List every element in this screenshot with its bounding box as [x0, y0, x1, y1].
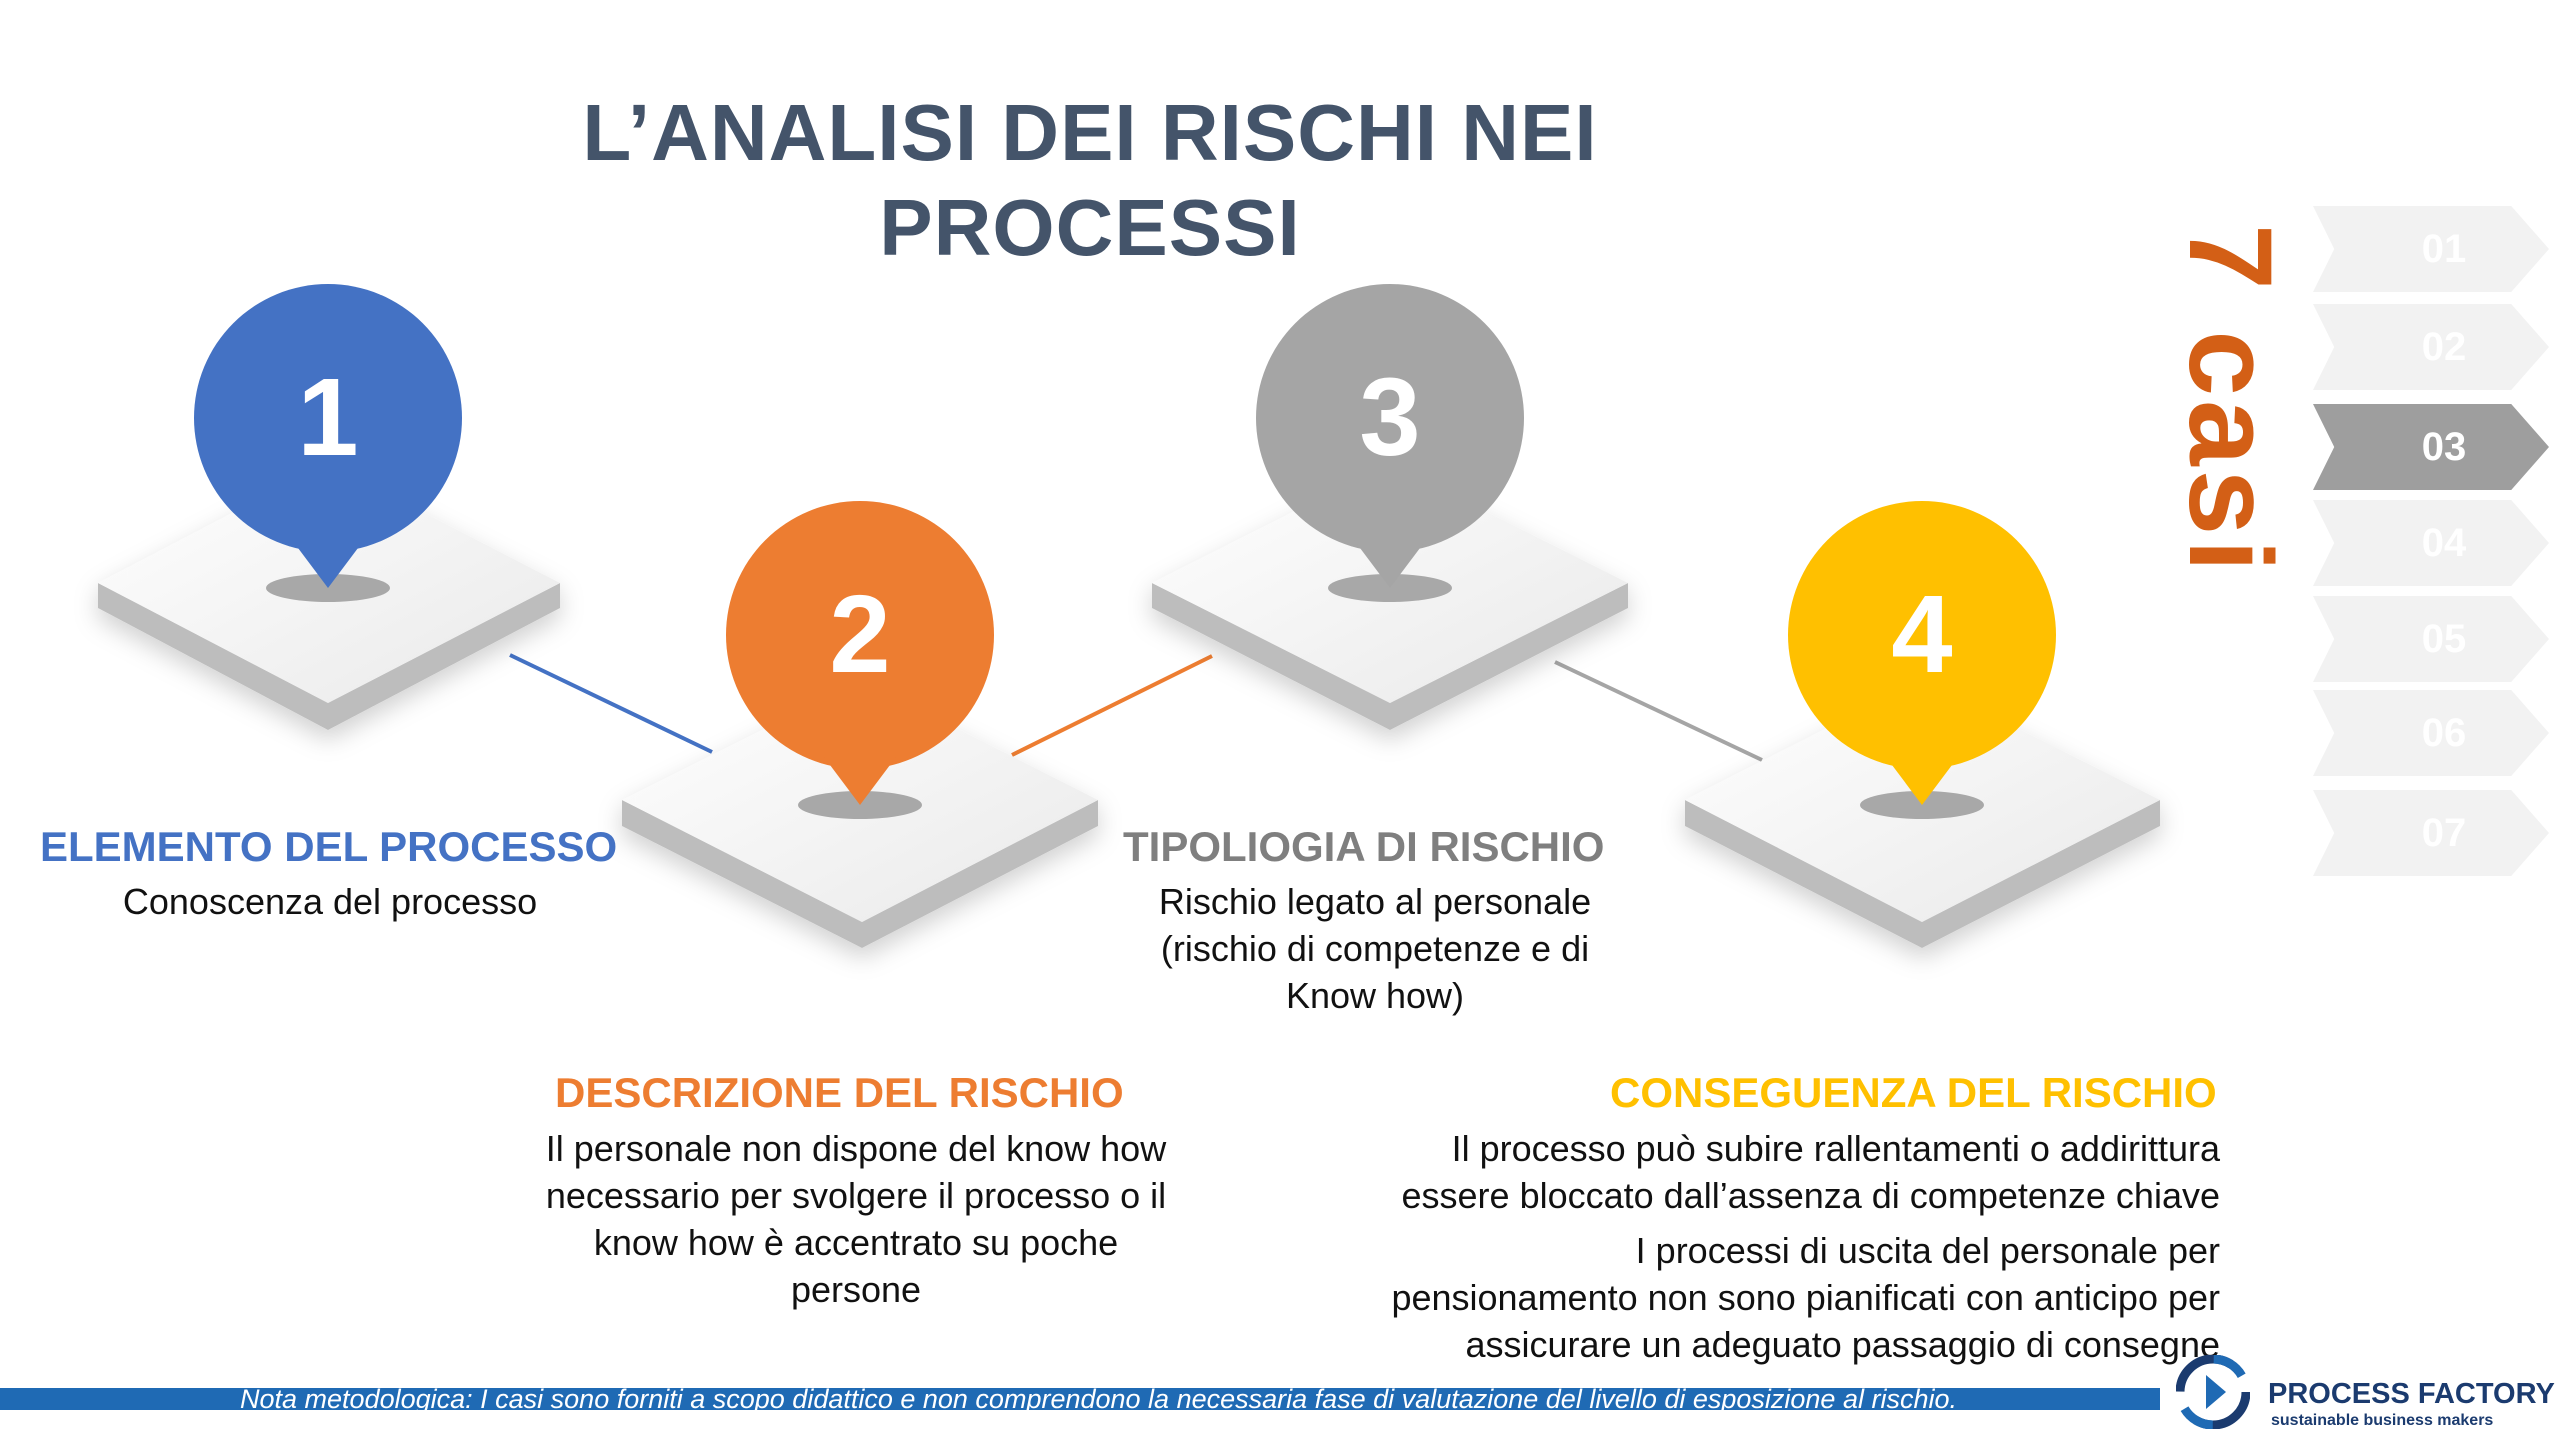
tipologia-text: Rischio legato al personale (rischio di …: [1110, 878, 1640, 1019]
map-pin-icon: [1256, 284, 1524, 588]
case-nav-06[interactable]: 06: [2313, 690, 2549, 776]
descrizione-line: Il personale non dispone del know how: [545, 1128, 1167, 1169]
elemento-line: Conoscenza del processo: [122, 881, 538, 922]
case-nav-02[interactable]: 02: [2313, 304, 2549, 390]
footer-bar: [0, 1388, 2160, 1410]
conseguenza-text: Il processo può subire rallentamenti o a…: [1330, 1125, 2220, 1368]
connector-3-4: [1554, 660, 1763, 762]
conseguenza-line: I processi di uscita del personale per: [1635, 1230, 2220, 1271]
descrizione-line: know how è accentrato su poche: [593, 1222, 1119, 1263]
footer-note: Nota metodologica: I casi sono forniti a…: [240, 1384, 1957, 1414]
step-number-1: 1: [297, 356, 359, 479]
seven-casi-label: 7 casi: [2164, 223, 2296, 577]
tipologia-line: Rischio legato al personale: [1158, 881, 1592, 922]
process-factory-logo-icon: [2176, 1355, 2250, 1429]
conseguenza-heading: CONSEGUENZA DEL RISCHIO: [1610, 1069, 2217, 1116]
elemento-text: Conoscenza del processo: [80, 878, 580, 925]
step-number-4: 4: [1891, 573, 1953, 696]
elemento-heading: ELEMENTO DEL PROCESSO: [40, 823, 618, 870]
map-pin-icon: [1788, 501, 2056, 805]
case-nav-05[interactable]: 05: [2313, 596, 2549, 682]
logo-tagline: sustainable business makers: [2271, 1412, 2494, 1429]
step-number-2: 2: [829, 573, 891, 696]
descrizione-line: persone: [790, 1269, 922, 1310]
descrizione-line: necessario per svolgere il processo o il: [545, 1175, 1167, 1216]
conseguenza-line: essere bloccato dall’assenza di competen…: [1401, 1175, 2220, 1216]
conseguenza-line: pensionamento non sono pianificati con a…: [1391, 1277, 2220, 1318]
title-line-2: PROCESSI: [879, 183, 1301, 272]
case-nav-03[interactable]: 03: [2313, 404, 2549, 490]
descrizione-heading: DESCRIZIONE DEL RISCHIO: [555, 1069, 1124, 1116]
tipologia-line: (rischio di competenze e di: [1160, 928, 1590, 969]
case-nav-07[interactable]: 07: [2313, 790, 2549, 876]
map-pin-icon: [726, 501, 994, 805]
tipologia-line: Know how): [1285, 975, 1465, 1016]
slide-title: L’ANALISI DEI RISCHI NEI PROCESSI: [460, 85, 1720, 275]
connector-2-3: [1011, 654, 1213, 757]
connector-1-2: [509, 653, 713, 754]
conseguenza-line: Il processo può subire rallentamenti o a…: [1451, 1128, 2220, 1169]
title-line-1: L’ANALISI DEI RISCHI NEI: [582, 88, 1598, 177]
descrizione-text: Il personale non dispone del know how ne…: [506, 1125, 1206, 1313]
case-nav-04[interactable]: 04: [2313, 500, 2549, 586]
tipologia-heading: TIPOLIOGIA DI RISCHIO: [1123, 823, 1605, 870]
logo-name: PROCESS FACTORY: [2268, 1378, 2555, 1410]
step-number-3: 3: [1359, 356, 1421, 479]
conseguenza-line: assicurare un adeguato passaggio di cons…: [1465, 1324, 2220, 1365]
case-nav-01[interactable]: 01: [2313, 206, 2549, 292]
map-pin-icon: [194, 284, 462, 588]
